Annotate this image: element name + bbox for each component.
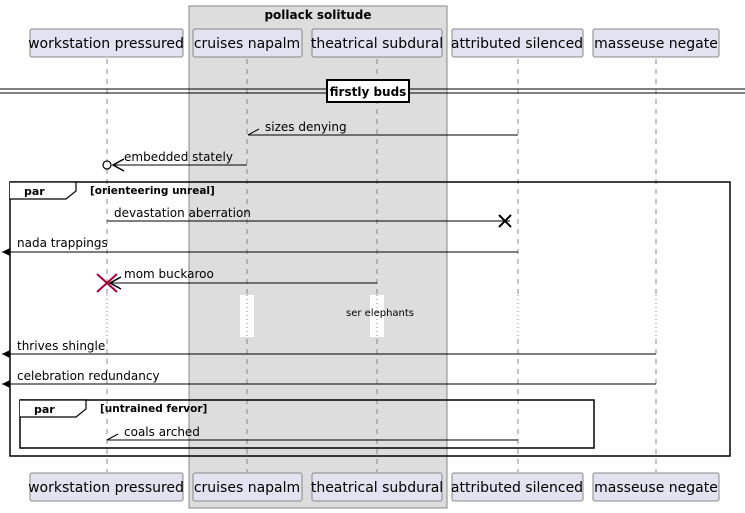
message-label: embedded stately <box>124 150 233 164</box>
participant-label: masseuse negate <box>594 480 718 496</box>
participant-top-workstation-pressured[interactable] <box>29 28 184 58</box>
message-coals-arched[interactable]: coals arched <box>106 425 518 441</box>
participant-label: masseuse negate <box>594 36 718 52</box>
message-nada-trappings[interactable]: nada trappings <box>2 236 518 256</box>
participant-label: theatrical subdural <box>311 480 443 496</box>
participant-top-cruises-napalm[interactable] <box>192 28 303 58</box>
message-thrives-shingle[interactable]: thrives shingle <box>2 339 656 358</box>
participant-top-masseuse-negate[interactable] <box>592 28 720 58</box>
fragment-condition: [orienteering unreal] <box>90 185 215 197</box>
group-box-title: pollack solitude <box>264 8 371 22</box>
participant-bottom-masseuse-negate[interactable] <box>592 472 720 502</box>
message-embedded-stately[interactable]: embedded stately <box>102 150 247 172</box>
participant-label: workstation pressured <box>28 480 184 496</box>
participant-label: theatrical subdural <box>311 36 443 52</box>
message-label: devastation aberration <box>114 206 251 220</box>
message-label: sizes denying <box>265 120 347 134</box>
message-devastation-aberration[interactable]: devastation aberration <box>107 206 512 228</box>
participant-top-attributed-silenced[interactable] <box>451 28 584 58</box>
message-celebration-redundancy[interactable]: celebration redundancy <box>2 369 656 388</box>
delay-label: ser elephants <box>346 308 414 319</box>
delay: ser elephants <box>100 295 663 337</box>
message-sizes-denying[interactable]: sizes denying <box>247 120 518 136</box>
fragment-par-untrained-fervor: par [untrained fervor] <box>19 399 595 449</box>
message-label: mom buckaroo <box>124 267 214 281</box>
participant-label: cruises napalm <box>194 480 300 496</box>
divider-label: firstly buds <box>330 85 407 99</box>
participant-bottom-workstation-pressured[interactable] <box>29 472 184 502</box>
message-label: coals arched <box>124 425 200 439</box>
participant-bottom-attributed-silenced[interactable] <box>451 472 584 502</box>
participant-label: attributed silenced <box>451 36 583 52</box>
message-mom-buckaroo[interactable]: mom buckaroo <box>96 267 377 293</box>
participant-bottom-theatrical-subdural[interactable] <box>311 472 443 502</box>
participant-label: workstation pressured <box>28 36 184 52</box>
fragment-par-orienteering-unreal: par [orienteering unreal] <box>9 181 731 457</box>
fragment-keyword: par <box>34 403 55 416</box>
fragment-keyword: par <box>24 185 45 198</box>
participant-label: attributed silenced <box>451 480 583 496</box>
message-label: celebration redundancy <box>17 369 160 383</box>
fragment-condition: [untrained fervor] <box>100 403 207 415</box>
message-label: thrives shingle <box>17 339 105 353</box>
participant-bottom-cruises-napalm[interactable] <box>192 472 303 502</box>
participant-label: cruises napalm <box>194 36 300 52</box>
divider: firstly buds <box>0 79 745 103</box>
message-label: nada trappings <box>17 236 108 250</box>
participant-top-theatrical-subdural[interactable] <box>311 28 443 58</box>
